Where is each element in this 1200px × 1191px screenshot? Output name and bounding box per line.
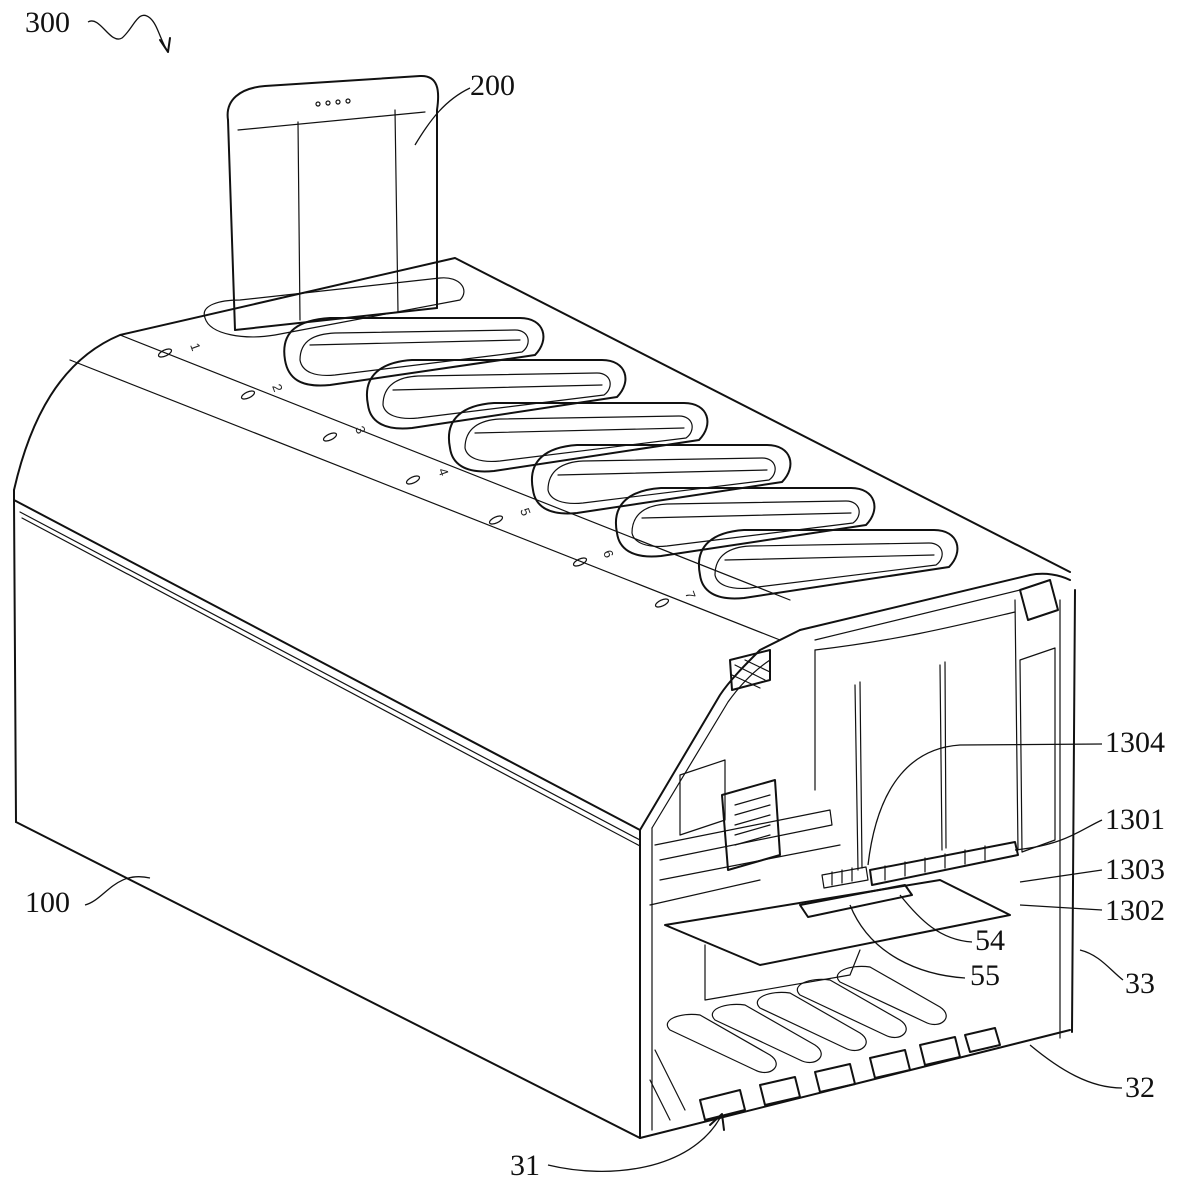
slot-number-1: 1 <box>187 341 204 353</box>
leader-54 <box>899 894 973 943</box>
arrowhead-31 <box>709 1113 725 1131</box>
slot-number-3: 3 <box>352 424 369 436</box>
housing-body <box>13 257 1076 1139</box>
leader-200 <box>414 87 471 146</box>
reference-labels: 300 200 100 1304 1301 1303 1302 54 55 33… <box>25 6 1165 1182</box>
label-100: 100 <box>25 886 70 919</box>
label-32: 32 <box>1125 1071 1155 1104</box>
slot-number-labels: 1 2 3 4 5 6 7 <box>187 341 699 601</box>
battery-slots <box>203 277 959 600</box>
label-1301: 1301 <box>1105 803 1165 836</box>
leader-1303 <box>1019 869 1103 883</box>
leader-300 <box>87 14 169 53</box>
leader-33 <box>1079 949 1124 981</box>
label-1304: 1304 <box>1105 726 1165 759</box>
leader-32 <box>1029 1044 1123 1089</box>
slot-number-7: 7 <box>682 589 699 601</box>
label-33: 33 <box>1125 967 1155 1000</box>
leader-100 <box>84 876 151 906</box>
internal-components <box>649 579 1059 1121</box>
slot-number-5: 5 <box>517 506 534 518</box>
leader-31 <box>547 1117 721 1172</box>
battery-200 <box>226 74 440 331</box>
arrowhead-300 <box>159 37 171 53</box>
label-31: 31 <box>510 1149 540 1182</box>
label-1302: 1302 <box>1105 894 1165 927</box>
label-55: 55 <box>970 959 1000 992</box>
slot-number-6: 6 <box>600 548 617 560</box>
slot-number-2: 2 <box>269 382 286 394</box>
leader-1301 <box>1014 819 1103 851</box>
indicator-lights <box>157 348 670 608</box>
leader-1302 <box>1019 904 1103 911</box>
leader-1304 <box>867 743 1103 866</box>
label-300: 300 <box>25 6 70 39</box>
label-200: 200 <box>470 69 515 102</box>
leader-55 <box>849 904 966 979</box>
slot-number-4: 4 <box>435 466 452 478</box>
label-54: 54 <box>975 924 1005 957</box>
label-1303: 1303 <box>1105 853 1165 886</box>
